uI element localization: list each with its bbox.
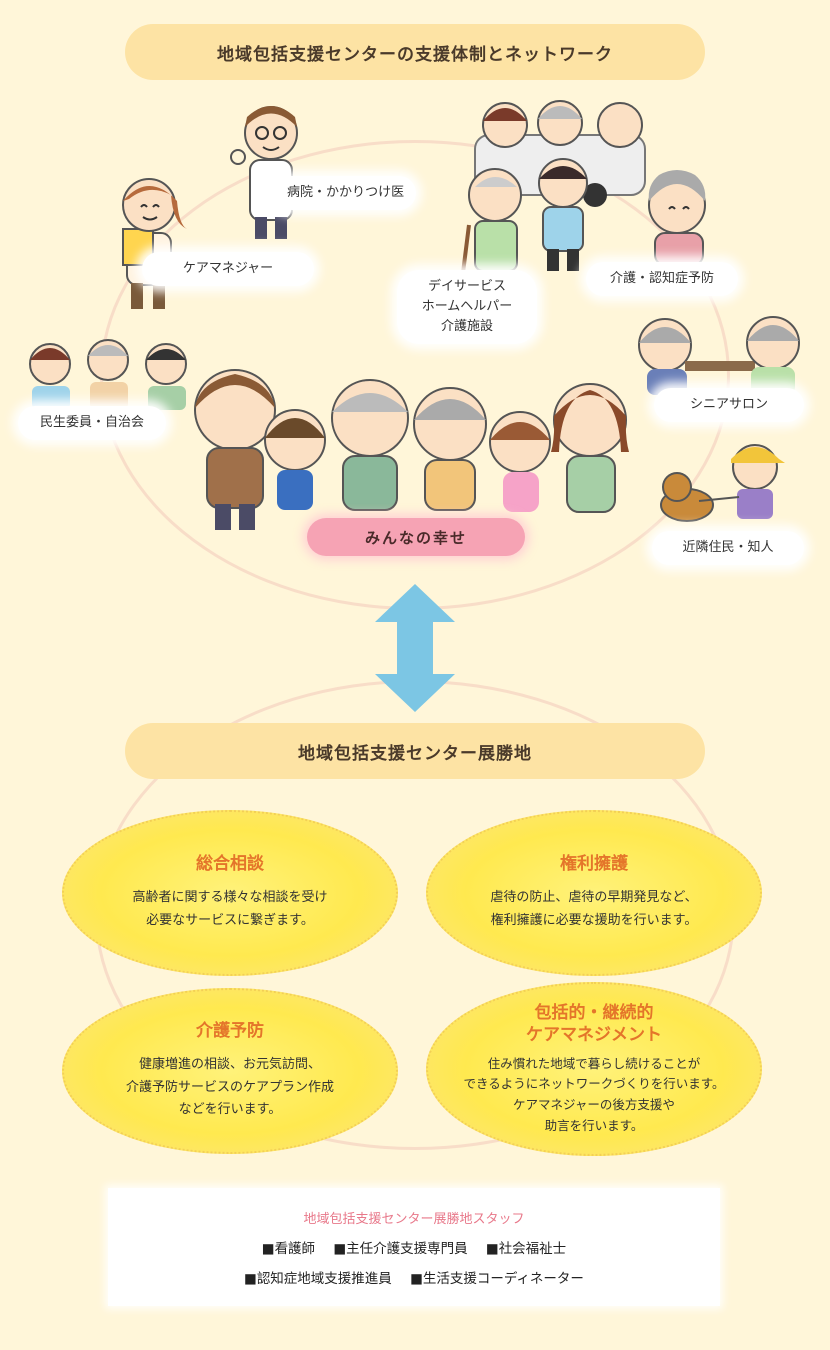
staff-row-2: 認知症地域支援推進員 生活支援コーディネーター: [108, 1267, 720, 1287]
label-prevention: 介護・認知症予防: [586, 262, 738, 297]
service-care-prevention: 介護予防 健康増進の相談、お元気訪問、 介護予防サービスのケアプラン作成 などを…: [62, 988, 398, 1154]
family-illustration: [194, 369, 629, 530]
staff-box: 地域包括支援センター展勝地スタッフ 看護師 主任介護支援専門員 社会福祉士 認知…: [108, 1188, 720, 1306]
service-desc: 住み慣れた地域で暮らし続けることが できるようにネットワークづくりを行います。 …: [463, 1055, 725, 1133]
senior-salon-illustration: [638, 316, 800, 395]
prevention-illustration: [648, 170, 706, 265]
double-arrow-icon: [375, 584, 455, 712]
service-title: 介護予防: [196, 1020, 264, 1041]
neighbors-illustration: [660, 444, 785, 522]
service-general-consultation: 総合相談 高齢者に関する様々な相談を受け 必要なサービスに繋ぎます。: [62, 810, 398, 976]
staff-item: 社会福祉士: [486, 1241, 566, 1257]
service-care-management: 包括的・継続的 ケアマネジメント 住み慣れた地域で暮らし続けることが できるよう…: [426, 982, 762, 1156]
label-day-service: デイサービス ホームヘルパー 介護施設: [397, 270, 537, 345]
doctor-illustration: [230, 106, 298, 239]
network-title: 地域包括支援センターの支援体制とネットワーク: [125, 24, 705, 80]
service-rights-advocacy: 権利擁護 虐待の防止、虐待の早期発見など、 権利擁護に必要な援助を行います。: [426, 810, 762, 976]
label-doctor: 病院・かかりつけ医: [275, 176, 417, 211]
staff-item: 生活支援コーディネーター: [410, 1271, 584, 1287]
service-title: 権利擁護: [560, 854, 628, 875]
label-neighbors: 近隣住民・知人: [652, 531, 804, 566]
staff-row-1: 看護師 主任介護支援専門員 社会福祉士: [108, 1237, 720, 1257]
staff-item: 看護師: [262, 1241, 315, 1257]
label-welfare: 民生委員・自治会: [18, 406, 166, 441]
center-title: 地域包括支援センター展勝地: [125, 723, 705, 779]
service-desc: 健康増進の相談、お元気訪問、 介護予防サービスのケアプラン作成 などを行います。: [125, 1056, 334, 1118]
label-senior-salon: シニアサロン: [654, 388, 804, 423]
staff-title: 地域包括支援センター展勝地スタッフ: [303, 1212, 525, 1227]
staff-item: 認知症地域支援推進員: [244, 1271, 392, 1287]
service-desc: 虐待の防止、虐待の早期発見など、 権利擁護に必要な援助を行います。: [490, 890, 698, 929]
day-service-illustration: [461, 100, 646, 274]
care-manager-illustration: [122, 178, 187, 309]
service-desc: 高齢者に関する様々な相談を受け 必要なサービスに繋ぎます。: [132, 890, 328, 929]
label-care-manager: ケアマネジャー: [142, 252, 314, 287]
welfare-illustration: [29, 339, 187, 410]
staff-item: 主任介護支援専門員: [333, 1241, 467, 1257]
center-happiness-label: みんなの幸せ: [307, 518, 525, 556]
service-title: 総合相談: [196, 854, 264, 875]
service-title: 包括的・継続的 ケアマネジメント: [526, 1002, 662, 1045]
